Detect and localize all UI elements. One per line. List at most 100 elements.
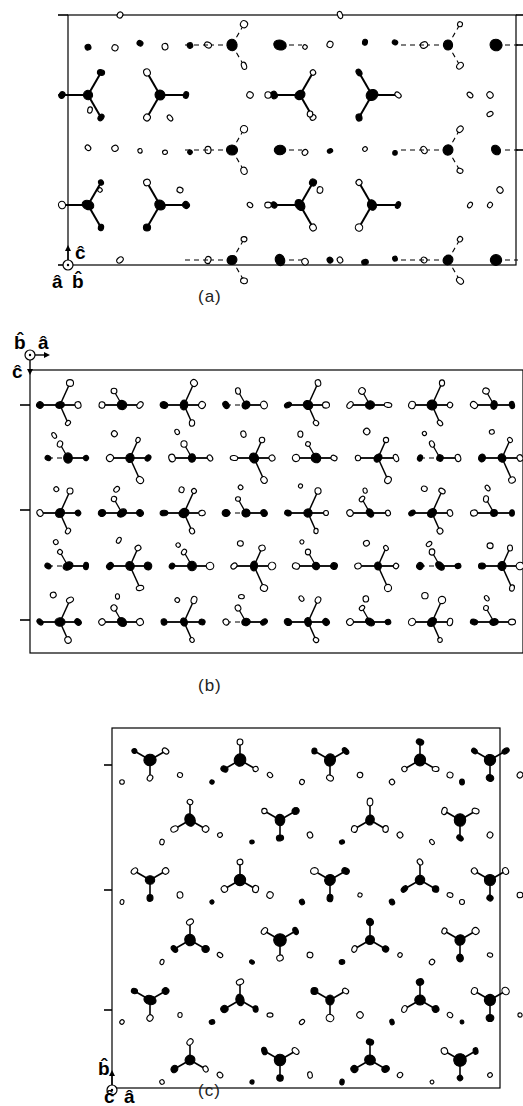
atom-ellipsoid [302,399,315,411]
atom-ellipsoid [178,486,184,493]
atom-ellipsoid [237,484,244,490]
atom-ellipsoid [143,994,158,1006]
atom-ellipsoid [120,899,125,905]
atom-ellipsoid [496,186,505,195]
atom-ellipsoid [454,814,466,827]
atom-ellipsoid [180,400,188,410]
atom-ellipsoid [44,454,52,461]
atom-ellipsoid [54,507,67,520]
covalent-bond [104,764,112,766]
atom-ellipsoid [134,544,142,552]
atom-ellipsoid [502,867,510,876]
atom-ellipsoid [485,773,495,782]
atom-ellipsoid [153,198,167,212]
atom-ellipsoid [497,561,506,571]
panel-label: (a) [198,288,222,305]
atom-ellipsoid [298,483,303,488]
atom-ellipsoid [183,91,190,99]
atom-ellipsoid [272,1052,288,1068]
atom-ellipsoid [265,92,271,99]
atom-ellipsoid [180,617,189,627]
atom-ellipsoid [456,1074,464,1082]
atom-ellipsoid [429,1079,434,1084]
atom-ellipsoid [384,584,391,591]
atom-ellipsoid [235,497,240,502]
atom-ellipsoid [486,91,495,100]
covalent-bond [58,14,68,16]
atom-ellipsoid [144,454,152,462]
atom-ellipsoid [486,831,494,839]
covalent-bond [20,509,30,511]
atom-ellipsoid [307,110,314,117]
atom-ellipsoid [515,561,523,571]
atom-ellipsoid [490,255,502,266]
atom-ellipsoid [82,454,89,461]
atom-ellipsoid [259,437,265,443]
atom-ellipsoid [354,223,364,233]
covalent-bond [29,360,30,369]
atom-ellipsoid [438,596,446,604]
atom-ellipsoid [459,779,464,785]
atom-ellipsoid [484,874,496,885]
atom-ellipsoid [312,636,319,643]
atom-ellipsoid [74,509,82,517]
atom-ellipsoid [441,927,448,935]
atom-ellipsoid [241,617,251,626]
atom-ellipsoid [432,886,439,893]
atom-ellipsoid [454,454,461,463]
atom-ellipsoid [202,946,209,953]
atom-ellipsoid [315,488,322,495]
unit-cell [68,15,516,265]
atom-ellipsoid [119,1019,125,1025]
atom-ellipsoid [299,898,306,905]
atom-ellipsoid [205,562,214,571]
covalent-bond [516,14,523,16]
atom-ellipsoid [497,452,508,463]
atom-ellipsoid [309,451,322,465]
atom-ellipsoid [440,1047,448,1055]
atom-ellipsoid [230,562,238,570]
atom-ellipsoid [355,113,362,121]
panel-label: (c) [198,1082,221,1099]
atom-ellipsoid [111,44,119,52]
atom-ellipsoid [105,561,115,570]
atom-ellipsoid [274,253,287,267]
atom-ellipsoid [489,618,498,626]
atom-ellipsoid [358,604,365,611]
atom-ellipsoid [136,585,144,592]
atom-ellipsoid [487,543,493,549]
atom-ellipsoid [116,507,128,519]
atom-ellipsoid [413,873,426,886]
atom-ellipsoid [222,618,230,626]
atom-ellipsoid [339,959,345,964]
atom-ellipsoid [470,867,479,876]
atom-ellipsoid [67,488,73,494]
atom-ellipsoid [507,437,514,444]
atom-ellipsoid [383,475,392,484]
atom-ellipsoid [456,168,463,175]
atom-ellipsoid [326,995,335,1005]
atom-ellipsoid [217,832,224,838]
atom-ellipsoid [161,618,168,625]
atom-ellipsoid [62,560,75,572]
hydrogen-bond [400,44,424,45]
atom-ellipsoid [518,1013,522,1017]
atom-ellipsoid [441,807,448,815]
atom-ellipsoid [323,873,337,888]
atom-ellipsoid [469,400,479,410]
atom-ellipsoid [175,542,181,548]
atom-ellipsoid [483,595,490,602]
atom-ellipsoid [98,618,107,627]
atom-ellipsoid [363,540,371,547]
atom-ellipsoid [136,40,144,48]
atom-ellipsoid [162,150,168,155]
atom-ellipsoid [397,952,403,958]
axis-label: â [124,1087,135,1106]
atom-ellipsoid [57,200,66,210]
atom-ellipsoid [394,201,401,209]
atom-ellipsoid [470,509,478,516]
atom-ellipsoid [97,113,105,122]
atom-ellipsoid [220,885,229,894]
atom-ellipsoid [429,549,435,556]
atom-ellipsoid [311,987,318,994]
